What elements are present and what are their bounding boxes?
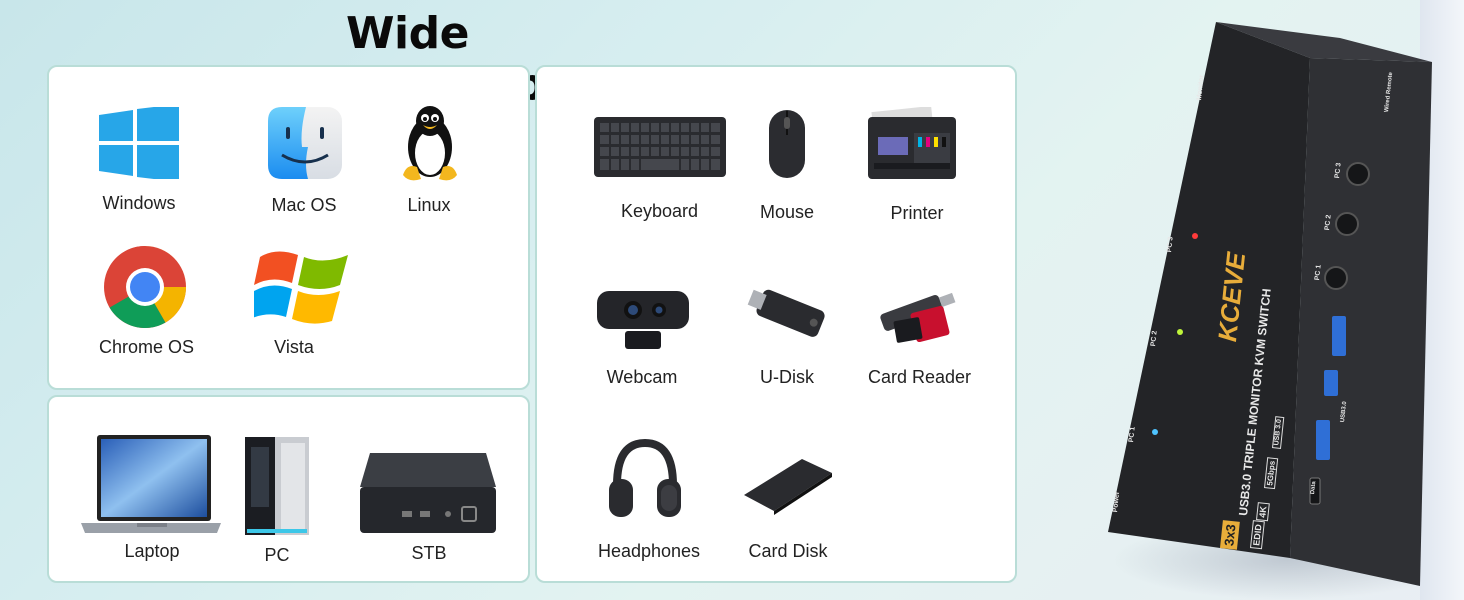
device-item-cardreader: Card Reader (857, 275, 982, 395)
device-label: Printer (890, 203, 944, 223)
device-item-headphones: Headphones (589, 439, 709, 565)
linux-tux-icon (403, 106, 457, 181)
laptop-icon (81, 435, 221, 533)
card-disk-icon (744, 459, 832, 515)
card-reader-icon (880, 292, 956, 343)
device-item-webcam: Webcam (587, 285, 697, 395)
device-item-carddisk: Card Disk (732, 455, 844, 565)
headphones-icon (609, 439, 681, 517)
set-top-box-icon (360, 453, 496, 533)
os-label: Windows (102, 193, 176, 213)
usb-disk-icon (747, 289, 825, 337)
os-label: Linux (407, 195, 451, 215)
os-item-vista: Vista (244, 245, 348, 365)
device-label: Webcam (606, 367, 678, 387)
pc-tower-icon (245, 437, 309, 535)
device-label: Keyboard (620, 201, 699, 221)
os-label: Mac OS (271, 195, 337, 215)
host-label: STB (411, 543, 447, 563)
windows-logo-icon (99, 107, 179, 179)
os-item-linux: Linux (379, 103, 479, 219)
os-item-windows: Windows (89, 107, 189, 217)
webcam-icon (597, 291, 689, 349)
device-item-mouse: Mouse (742, 109, 832, 225)
device-label: Mouse (759, 202, 815, 222)
macos-finder-icon (268, 107, 342, 179)
chrome-logo-icon (104, 246, 186, 328)
device-label: Card Disk (748, 541, 828, 561)
device-label: U-Disk (760, 367, 814, 387)
device-label: Card Reader (867, 367, 972, 387)
windows-vista-logo-icon (254, 251, 348, 324)
os-label: Vista (274, 337, 314, 357)
mouse-icon (769, 110, 805, 178)
keyboard-icon (594, 117, 726, 177)
host-label: Laptop (124, 541, 180, 561)
printer-icon (868, 107, 956, 179)
host-item-stb: STB (354, 447, 504, 565)
os-label: Chrome OS (98, 337, 195, 357)
device-item-keyboard: Keyboard (592, 115, 727, 225)
kvm-switch-device (1108, 22, 1432, 586)
os-item-chromeos: Chrome OS (89, 245, 204, 365)
host-label: PC (264, 545, 290, 565)
kvm-tag-4k: 4K (1256, 502, 1270, 522)
device-item-printer: Printer (862, 107, 972, 225)
kvm-badge: 3x3 (1220, 520, 1240, 550)
os-panel: Windows Mac OS Linux (47, 65, 530, 390)
device-item-udisk: U-Disk (732, 277, 842, 395)
host-item-laptop: Laptop (77, 435, 227, 565)
os-item-macos: Mac OS (254, 107, 354, 217)
peripheral-devices-panel: Keyboard Mouse Printer Webcam (535, 65, 1017, 583)
host-devices-panel: Laptop PC STB (47, 395, 530, 583)
host-item-pc: PC (237, 437, 317, 565)
device-label: Headphones (597, 541, 701, 561)
